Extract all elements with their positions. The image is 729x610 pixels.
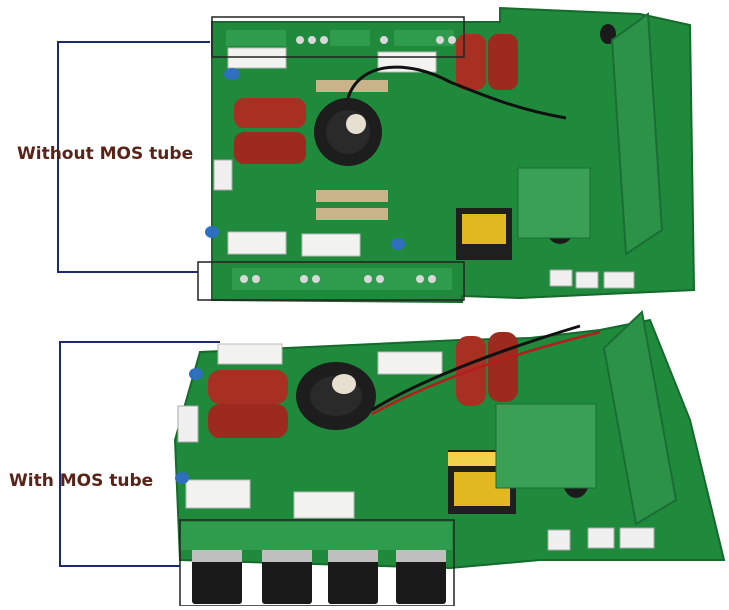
mosfet <box>192 550 242 604</box>
ic-row <box>316 80 388 220</box>
mosfet <box>262 550 312 604</box>
mosfet-row <box>180 522 452 604</box>
highlight-box-top <box>211 16 465 58</box>
cement-resistor <box>227 231 287 255</box>
board-without-mos <box>205 6 696 304</box>
film-capacitor <box>234 132 306 164</box>
cement-resistor <box>377 351 443 375</box>
driver-board <box>495 403 597 489</box>
cement-resistor <box>293 491 355 519</box>
bracket-bottom <box>59 341 220 567</box>
board-with-mos <box>173 310 726 604</box>
wire <box>346 65 567 120</box>
wire <box>371 330 601 416</box>
toroid-transformer <box>314 98 382 166</box>
mosfet <box>328 550 378 604</box>
driver-board <box>517 167 591 239</box>
wire <box>371 324 581 412</box>
cement-resistor <box>185 479 251 509</box>
cement-resistor <box>217 343 283 365</box>
daughter-board <box>610 12 664 256</box>
film-capacitor <box>208 370 288 404</box>
toroid-transformer <box>296 362 376 430</box>
top-connector-strip <box>226 30 456 46</box>
small-transformer <box>456 208 512 260</box>
film-capacitor <box>456 34 486 90</box>
daughter-board <box>602 310 678 526</box>
cement-resistor <box>227 47 287 69</box>
cement-resistor <box>301 233 361 257</box>
film-capacitor <box>488 332 518 402</box>
label-with-mos: With MOS tube <box>9 471 154 491</box>
bottom-connector-strip <box>232 268 452 290</box>
label-without-mos: Without MOS tube <box>17 144 194 164</box>
highlight-box-bottom <box>197 261 465 301</box>
film-capacitor <box>488 34 518 90</box>
mosfet <box>396 550 446 604</box>
bracket-top <box>57 41 210 273</box>
film-capacitor <box>234 98 306 128</box>
film-capacitor <box>208 404 288 438</box>
